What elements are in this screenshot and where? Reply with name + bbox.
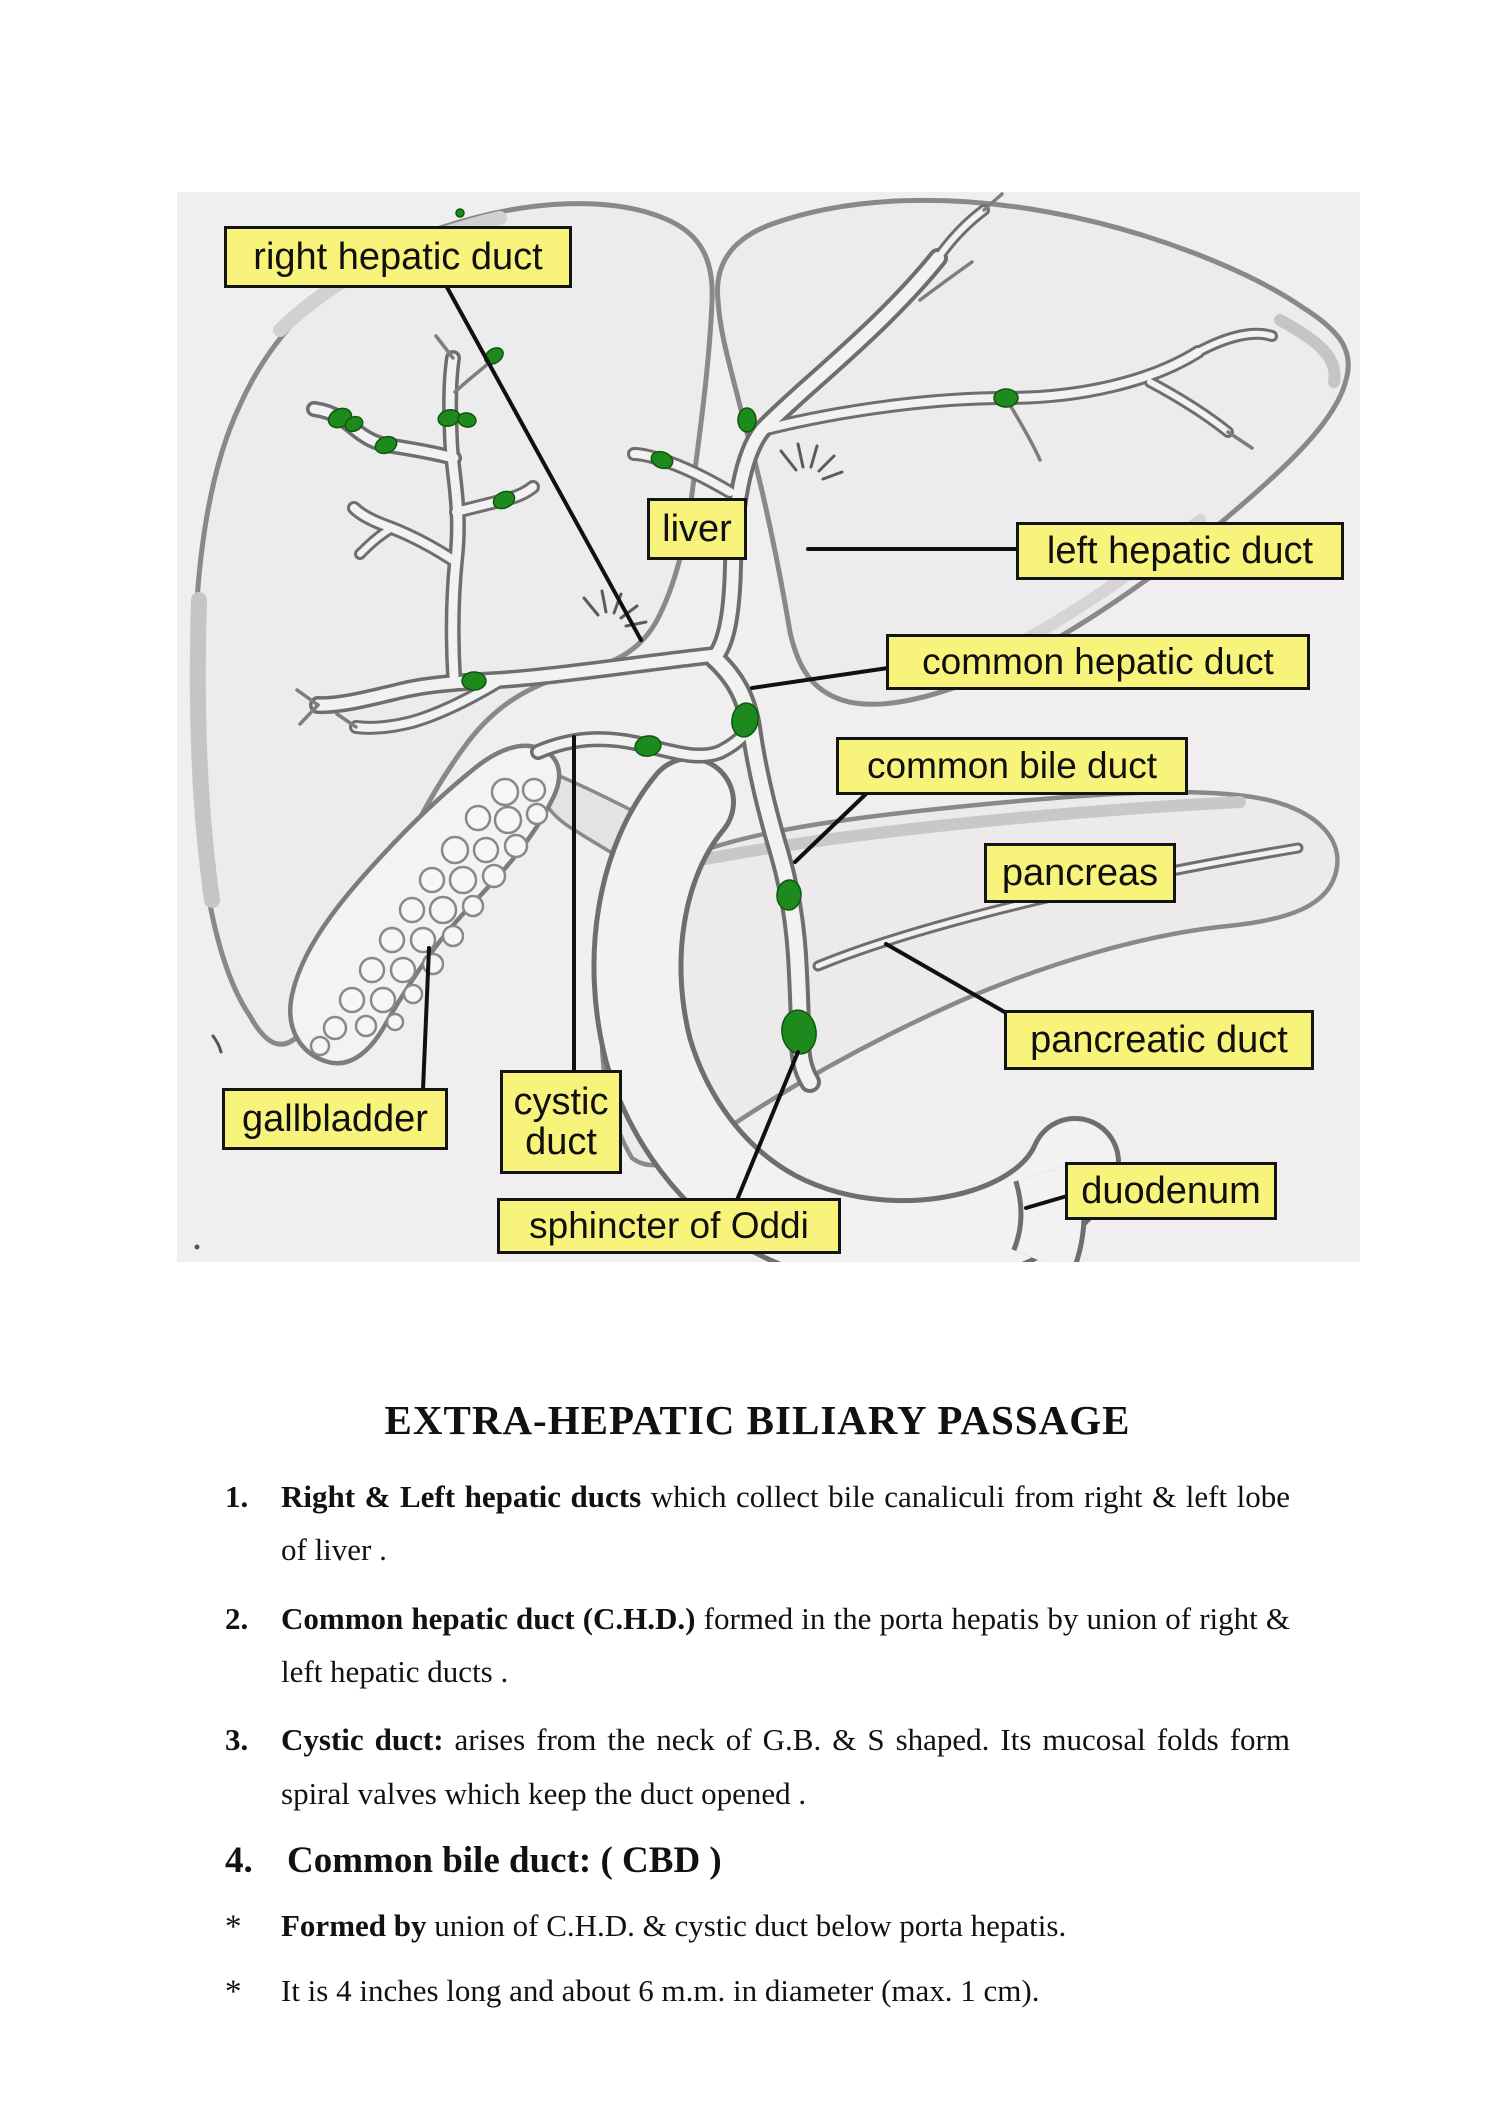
text-section: EXTRA-HEPATIC BILIARY PASSAGE 1. Right &… [225,1396,1290,2030]
bullet-text: It is 4 inches long and about 6 m.m. in … [281,1964,1290,2021]
list-item-rest: arises from the neck of G.B. & S shaped.… [281,1722,1290,1811]
list-item-text: Cystic duct: arises from the neck of G.B… [281,1713,1290,1820]
list-item-bold: Common hepatic duct (C.H.D.) [281,1600,696,1636]
list-item: 1. Right & Left hepatic ducts which coll… [225,1470,1290,1577]
list-item-rest: which collect bile canaliculi from right… [281,1479,1290,1568]
bullet-rest: union of C.H.D. & cystic duct below port… [426,1907,1067,1943]
bullet-rest: It is 4 inches long and about 6 m.m. in … [281,1973,1040,2009]
label-right-hepatic-duct: right hepatic duct [224,226,572,288]
bullet-bold: Formed by [281,1907,427,1943]
label-gallbladder: gallbladder [222,1088,448,1150]
list-item-number: 2. [225,1600,249,1636]
list-item-bold: Cystic duct: [281,1722,444,1758]
label-left-hepatic-duct: left hepatic duct [1016,522,1344,580]
bile-duct-nodes [327,208,1019,1055]
label-pancreatic-duct: pancreatic duct [1004,1010,1314,1070]
list-item-text: Common hepatic duct (C.H.D.) formed in t… [281,1592,1290,1699]
label-common-bile-duct: common bile duct [836,737,1188,795]
label-pancreas: pancreas [984,843,1176,903]
list-item-rest: formed in the porta hepatis by union of … [281,1600,1290,1689]
gallstones [309,777,549,1057]
bullet-item: * Formed by union of C.H.D. & cystic duc… [225,1899,1290,1956]
page-title: EXTRA-HEPATIC BILIARY PASSAGE [384,1397,1131,1443]
list-item-cbd-heading: 4. Common bile duct: ( CBD ) [225,1835,1290,1887]
list-item: 2. Common hepatic duct (C.H.D.) formed i… [225,1592,1290,1699]
stray-marks [194,1034,223,1250]
list-item-text: Common bile duct: ( CBD ) [287,1835,1290,1887]
label-cystic-duct: cystic duct [500,1070,622,1174]
list-item-bold: Right & Left hepatic ducts [281,1479,642,1514]
bullet-marker: * [225,1974,242,2011]
list-item: 3. Cystic duct: arises from the neck of … [225,1713,1290,1820]
leader-lines [421,278,1069,1210]
bullet-marker: * [225,1908,242,1945]
bullet-item: * It is 4 inches long and about 6 m.m. i… [225,1964,1290,2021]
label-common-hepatic-duct: common hepatic duct [886,634,1310,690]
hatch-tufts [582,442,844,628]
list-item-text: Right & Left hepatic ducts which collect… [281,1470,1290,1577]
list-item-number: 4. [225,1839,253,1881]
diagram-panel: right hepatic duct liver left hepatic du… [177,192,1360,1262]
list-item-bold: Common bile duct: ( CBD ) [287,1839,722,1881]
list-item-number: 3. [225,1722,249,1758]
label-liver: liver [647,498,747,560]
gallbladder-drawing [288,743,562,1066]
label-sphincter-of-oddi: sphincter of Oddi [497,1198,841,1254]
list-item-number: 1. [225,1479,249,1514]
label-duodenum: duodenum [1065,1162,1277,1220]
bullet-text: Formed by union of C.H.D. & cystic duct … [281,1899,1290,1956]
